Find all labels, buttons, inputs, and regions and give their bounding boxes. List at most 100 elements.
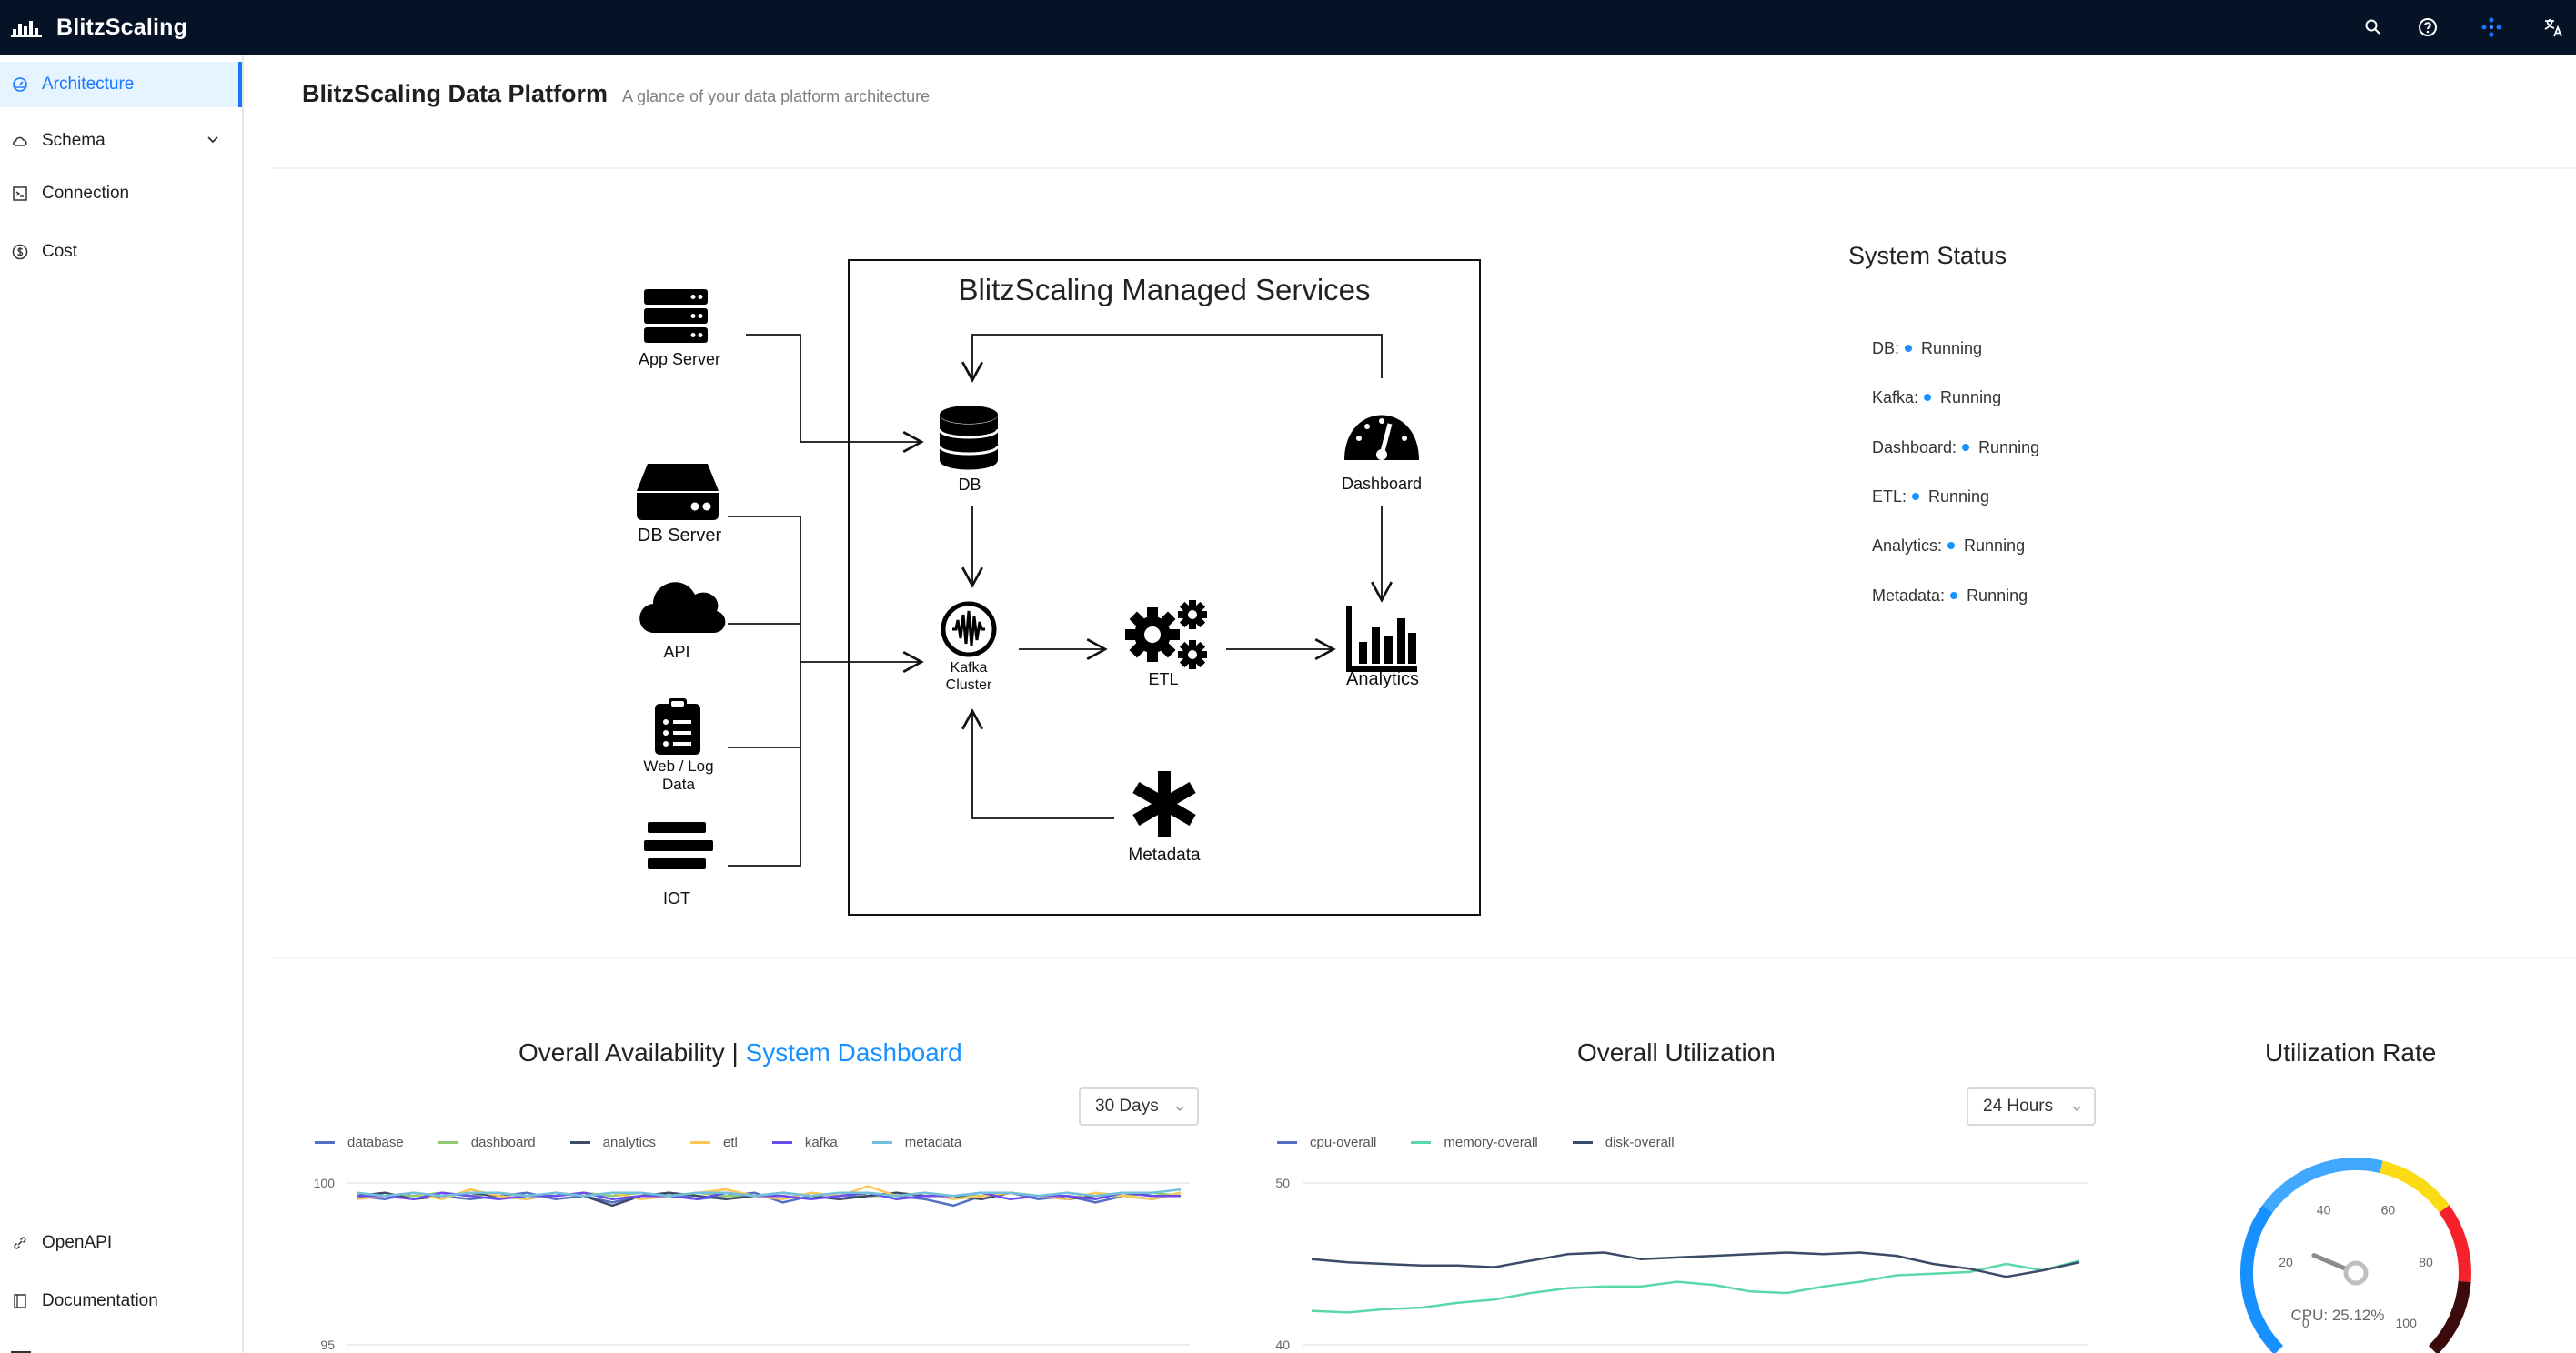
status-dot — [1905, 345, 1913, 352]
legend-label: metadata — [904, 1135, 962, 1150]
dashboard-icon — [11, 75, 29, 94]
legend-label: etl — [723, 1135, 738, 1150]
gauge-tick-label: 0 — [2302, 1316, 2309, 1330]
search-button[interactable] — [2358, 12, 2389, 43]
architecture-diagram: BlitzScaling Managed Services App Server… — [637, 259, 1481, 916]
legend-swatch — [1411, 1141, 1432, 1144]
source-api-label: API — [663, 643, 689, 661]
legend-swatch — [690, 1141, 710, 1144]
source-connectors — [728, 334, 924, 867]
translate-icon — [2544, 19, 2562, 37]
gauge-band — [2428, 1280, 2471, 1353]
etl-gears-icon — [1125, 600, 1207, 669]
page-title: BlitzScaling Data Platform — [302, 80, 609, 107]
cloud-icon — [11, 132, 29, 150]
legend-item[interactable]: cpu-overall — [1277, 1135, 1376, 1150]
utilization-chart-title: Overall Utilization — [1577, 1038, 1776, 1067]
y-tick-label: 50 — [1275, 1176, 1290, 1190]
brand[interactable]: BlitzScaling — [0, 0, 187, 55]
legend-label: kafka — [804, 1135, 838, 1150]
service-etl-label: ETL — [1148, 670, 1178, 688]
managed-services-box — [848, 259, 1481, 916]
status-label: Analytics: — [1872, 536, 1943, 555]
legend-label: database — [347, 1135, 404, 1150]
availability-chart-title: Overall Availability | System Dashboard — [518, 1038, 962, 1067]
service-db-label: DB — [958, 476, 981, 494]
sidebar-item-connection[interactable]: Connection — [0, 171, 242, 216]
legend-swatch — [1277, 1141, 1297, 1144]
status-dot — [1924, 394, 1932, 401]
search-icon — [2365, 19, 2380, 35]
system-dashboard-link[interactable]: System Dashboard — [745, 1038, 962, 1067]
service-analytics-label: Analytics — [1346, 669, 1419, 689]
sidebar-collapse-handle[interactable] — [11, 1351, 31, 1353]
status-row-metadata: Metadata: Running — [1872, 582, 2028, 609]
legend-label: memory-overall — [1444, 1135, 1538, 1150]
language-button[interactable] — [2538, 12, 2569, 43]
status-row-dashboard: Dashboard: Running — [1872, 434, 2039, 461]
utilization-range-select[interactable]: 24 Hours — [1967, 1087, 2096, 1126]
sidebar-item-label: Architecture — [42, 75, 135, 94]
y-tick-label: 95 — [320, 1338, 335, 1352]
blitzscaling-logo-icon — [11, 21, 42, 37]
sidebar-item-label: Connection — [42, 184, 130, 203]
status-label: DB: — [1872, 338, 1900, 357]
service-connectors — [961, 334, 1393, 819]
chevron-down-icon — [2072, 1106, 2081, 1112]
gauge-band — [2439, 1205, 2471, 1282]
sidebar: Architecture Schema Connection Cost — [0, 55, 244, 1353]
chevron-down-icon[interactable] — [206, 132, 220, 146]
db-icon — [938, 406, 1000, 470]
kafka-cluster-icon — [941, 601, 997, 657]
series-line-disk-overall[interactable] — [1311, 1251, 2080, 1278]
legend-item[interactable]: etl — [690, 1135, 738, 1150]
chevron-down-icon — [1175, 1106, 1184, 1112]
managed-services-title: BlitzScaling Managed Services — [958, 273, 1370, 306]
sidebar-item-openapi[interactable]: OpenAPI — [0, 1220, 242, 1266]
legend-label: dashboard — [470, 1135, 536, 1150]
page-header: BlitzScaling Data Platform A glance of y… — [273, 55, 2576, 169]
sidebar-item-cost[interactable]: Cost — [0, 229, 242, 275]
service-kafka-label-line1: Kafka — [951, 660, 988, 676]
apps-icon — [2481, 17, 2501, 37]
legend-item[interactable]: disk-overall — [1572, 1135, 1675, 1150]
status-value: Running — [1921, 338, 1983, 357]
legend-swatch — [315, 1141, 335, 1144]
sidebar-item-schema[interactable]: Schema — [0, 118, 242, 164]
gauge-band — [2262, 1158, 2383, 1213]
source-web-log-label-line1: Web / Log — [643, 757, 713, 775]
legend-item[interactable]: kafka — [771, 1135, 838, 1150]
app-server-icon — [644, 289, 708, 343]
help-button[interactable] — [2412, 12, 2443, 43]
legend-item[interactable]: analytics — [569, 1135, 656, 1150]
api-cloud-icon — [639, 582, 726, 633]
legend-item[interactable]: metadata — [871, 1135, 962, 1150]
dashboard-gauge-icon — [1344, 415, 1419, 460]
select-value: 24 Hours — [1983, 1097, 2054, 1116]
apps-button[interactable] — [2476, 12, 2507, 43]
status-dot — [1950, 592, 1958, 599]
legend-item[interactable]: memory-overall — [1411, 1135, 1538, 1150]
select-value: 30 Days — [1095, 1097, 1159, 1116]
sidebar-item-documentation[interactable]: Documentation — [0, 1278, 242, 1324]
metadata-asterisk-icon — [1132, 771, 1196, 837]
gauge-tick-label: 60 — [2381, 1203, 2396, 1218]
legend-item[interactable]: dashboard — [438, 1135, 536, 1150]
availability-title-text: Overall Availability | — [518, 1038, 746, 1067]
y-tick-label: 40 — [1275, 1338, 1290, 1352]
status-row-db: DB: Running — [1872, 335, 1982, 362]
availability-range-select[interactable]: 30 Days — [1079, 1087, 1199, 1126]
dollar-icon — [11, 243, 29, 261]
series-line-metadata[interactable] — [356, 1188, 1182, 1198]
web-log-clipboard-icon — [655, 698, 700, 755]
utilization-line-chart: 50 40 — [1275, 1176, 2088, 1352]
gauge-hub — [2343, 1260, 2369, 1286]
sidebar-item-architecture[interactable]: Architecture — [0, 62, 242, 107]
db-server-icon — [637, 464, 719, 520]
source-web-log-label-line2: Data — [662, 776, 695, 793]
legend-swatch — [1572, 1141, 1593, 1144]
book-icon — [11, 1292, 29, 1310]
status-value: Running — [1978, 437, 2040, 456]
legend-item[interactable]: database — [315, 1135, 404, 1150]
series-line-memory-overall[interactable] — [1311, 1259, 2080, 1314]
